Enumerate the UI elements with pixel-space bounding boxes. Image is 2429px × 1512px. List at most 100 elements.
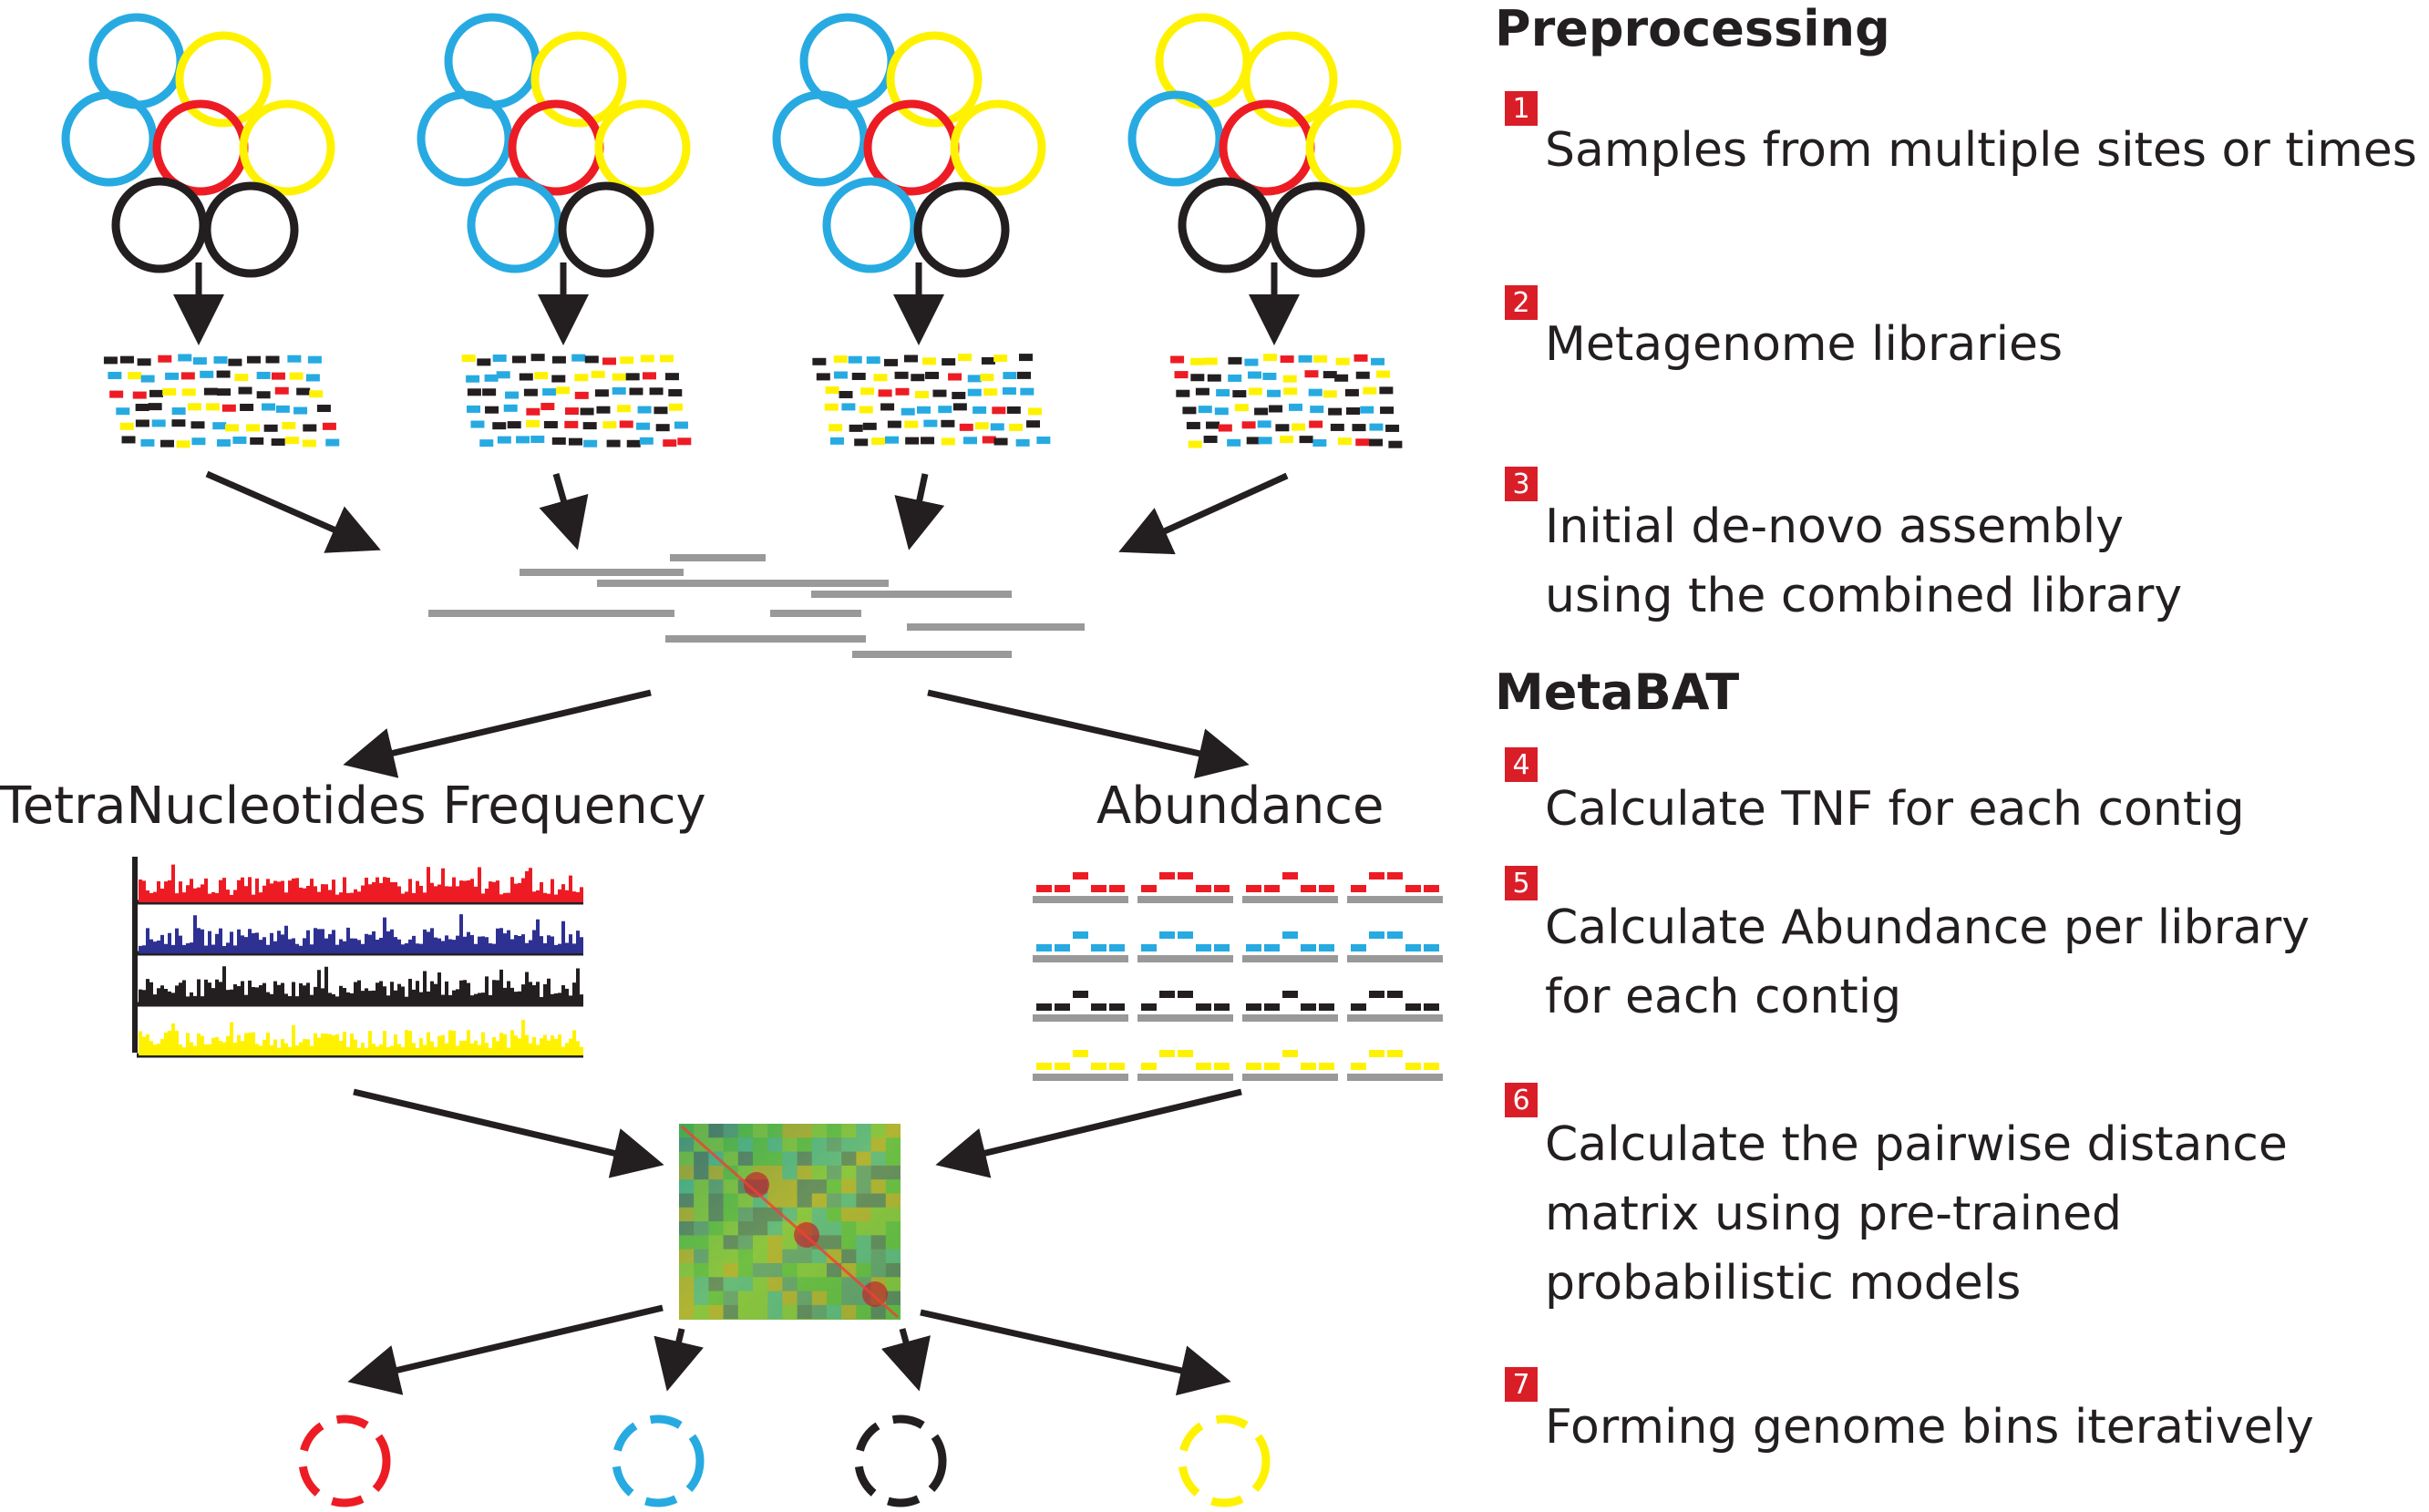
heatmap-cell [679,1277,695,1291]
heatmap-cell [694,1291,709,1305]
abundance-cell [1242,1050,1338,1081]
abundance-cell [1137,872,1233,903]
heatmap-cell [767,1263,783,1278]
read-fragment [135,419,149,427]
abundance-block [1387,1050,1403,1057]
heatmap-cell [870,1179,886,1194]
heatmap-cell [827,1207,842,1222]
read-fragment [492,354,507,362]
read-fragment [1363,386,1377,395]
sample-communities [61,13,1402,278]
heatmap-cell [856,1263,871,1278]
abundance-block [1214,1003,1230,1011]
heatmap-cell [753,1304,768,1320]
step-label: probabilistic models [1545,1256,2022,1311]
abundance-block [1141,1003,1157,1011]
read-fragment [617,405,632,413]
heatmap-cell [827,1277,842,1291]
abundance-block [1196,1003,1211,1011]
tnf-histogram [139,914,583,953]
step-label: using the combined library [1545,569,2183,623]
read-fragment [1206,421,1220,429]
read-fragment [519,373,533,381]
organism-circle [886,31,983,128]
heatmap-cell [885,1137,901,1152]
heatmap-cell [827,1291,842,1305]
heatmap-cell [885,1165,901,1180]
abundance-block [1196,885,1211,892]
read-fragment [1376,370,1391,378]
heatmap-cell [797,1277,812,1291]
read-fragment [116,407,130,416]
abundance-block [1264,1063,1280,1070]
read-fragment [981,356,995,365]
read-fragment [1182,406,1197,415]
read-fragment [917,406,931,414]
abundance-block [1319,1003,1334,1011]
heatmap-cell [679,1249,695,1263]
genome-bins [298,1414,1271,1507]
tnf-histogram [139,1020,583,1055]
read-fragment [1218,424,1232,432]
abundance-block [1214,885,1230,892]
heatmap-cell [885,1151,901,1166]
abundance-block [1178,931,1193,939]
step-label: Initial de-novo assembly [1545,499,2124,554]
read-fragment [639,437,654,445]
read-fragment [668,403,683,411]
read-fragment [1026,420,1041,428]
read-fragment [128,372,142,380]
heatmap-cell [885,1277,901,1291]
read-fragment [1036,437,1051,445]
read-fragment [859,406,873,414]
read-fragment [108,371,122,379]
heatmap-cell [708,1249,724,1263]
read-fragment [216,438,231,447]
heatmap-cell [827,1249,842,1263]
read-fragment [275,405,290,413]
read-fragment [841,403,856,411]
read-fragment [851,372,866,380]
abundance-block [1301,885,1316,892]
read-fragment [1346,406,1361,415]
read-fragment [982,436,996,444]
heatmap-cell [723,1277,738,1291]
heatmap-cell [679,1151,695,1166]
read-fragment [1020,387,1034,396]
heatmap-cell [708,1137,724,1152]
abundance-block [1036,944,1052,951]
abundance-cell [1242,872,1338,903]
read-fragment [246,355,261,364]
abundance-block [1036,1063,1052,1070]
flow-arrow [920,1309,1231,1396]
heatmap-cell [737,1221,753,1236]
read-fragment [178,354,192,362]
heatmap-cell [827,1124,842,1138]
heatmap-cell [694,1207,709,1222]
abundance-block [1109,885,1125,892]
heatmap-cell [841,1304,857,1320]
read-fragment [895,387,910,396]
read-fragment [1269,405,1283,413]
read-fragment [564,420,579,428]
read-fragment [974,422,989,430]
read-fragment [325,438,340,447]
heatmap-cell [708,1124,724,1138]
read-fragment [880,403,895,411]
read-fragment [860,387,875,396]
heatmap-cell [694,1304,709,1320]
heatmap-cell [694,1249,709,1263]
abundance-block [1246,1003,1261,1011]
heatmap-cell [679,1137,695,1152]
read-fragment [190,421,205,429]
read-fragment [952,403,967,411]
abundance-cell [1033,991,1128,1022]
read-fragment [302,439,316,447]
read-fragment [849,424,863,432]
heatmap-cell [767,1165,783,1180]
read-fragment [580,407,594,416]
read-fragment [271,372,285,380]
read-fragment [594,389,609,397]
read-fragment [905,437,920,445]
read-fragment [606,439,621,447]
